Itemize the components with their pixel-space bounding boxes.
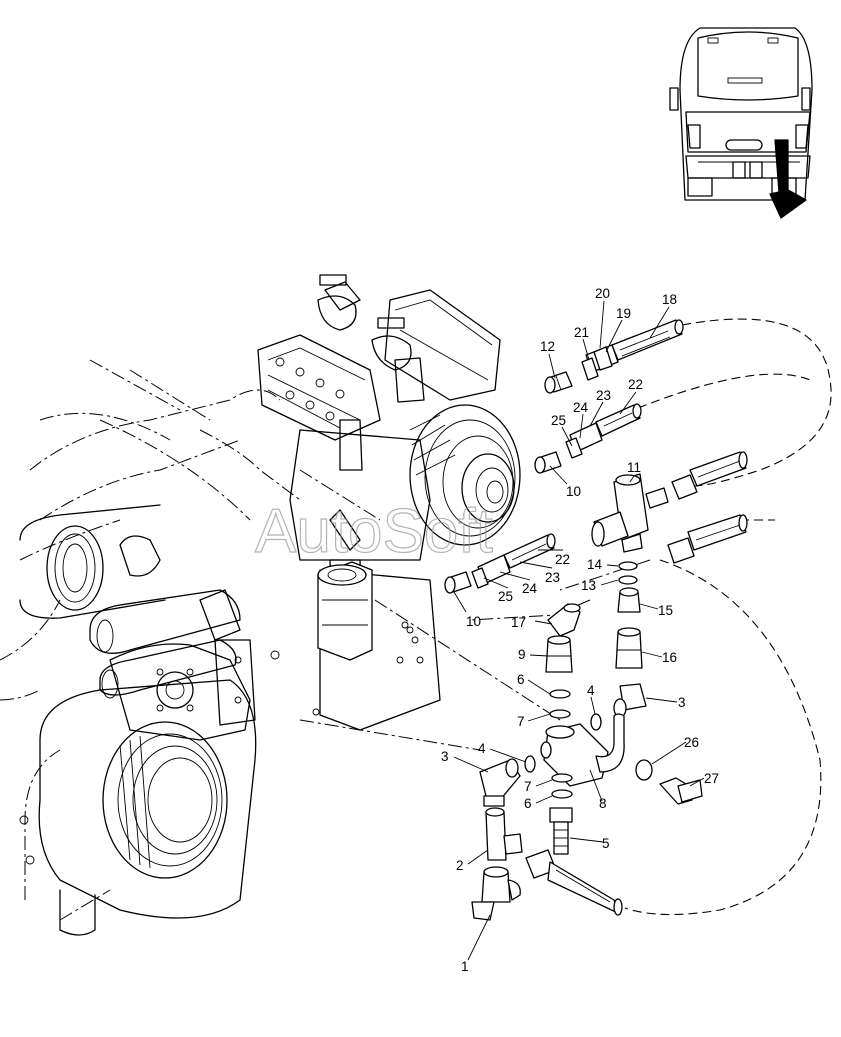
flywheel-housing: [19, 679, 257, 936]
hose-right-lower: [667, 514, 748, 564]
callout-1: 1: [461, 959, 469, 974]
callout-10-upper: 10: [566, 484, 581, 499]
callout-24-upper: 24: [573, 400, 589, 415]
callout-25-upper: 25: [551, 413, 566, 428]
hose-right-upper: [671, 451, 748, 500]
callout-22-upper: 22: [628, 377, 643, 392]
washer-4-left: [524, 755, 536, 773]
callout-4-left: 4: [478, 741, 486, 756]
callout-3-left: 3: [441, 749, 449, 764]
washer-4-right: [590, 713, 602, 731]
callout-9: 9: [518, 647, 526, 662]
callout-18: 18: [662, 292, 677, 307]
callout-15: 15: [658, 603, 673, 618]
tee-fitting-2: [485, 807, 523, 861]
callout-numbers: 20 18 21 19 12 23 22 24 25 10 11 22 23 2…: [441, 286, 719, 974]
elbow-3-right: [613, 683, 647, 718]
callout-23-upper: 23: [596, 388, 611, 403]
callout-5: 5: [602, 836, 610, 851]
callout-26: 26: [684, 735, 699, 750]
adapter-10-lower: [444, 571, 472, 594]
callout-6-lower: 6: [524, 796, 532, 811]
callout-12: 12: [540, 339, 555, 354]
adapter-12: [544, 371, 573, 394]
compressor-block: [257, 274, 501, 561]
callout-2: 2: [456, 858, 464, 873]
bus-locator-inset: [669, 27, 813, 219]
callout-23-lower: 23: [545, 570, 560, 585]
valve-body-8: [540, 713, 625, 787]
washer-7-upper: [549, 709, 571, 719]
callout-24-lower: 24: [522, 581, 538, 596]
washer-26: [635, 759, 653, 781]
intake-pipe: [19, 504, 241, 699]
callout-21: 21: [574, 325, 589, 340]
callout-7-lower: 7: [524, 779, 532, 794]
washer-6-upper: [549, 689, 571, 699]
leader-lines: [453, 300, 705, 961]
banjo-bolt-5: [549, 807, 573, 855]
washer-7-lower: [551, 773, 573, 783]
fitting-23-25-lower: [471, 554, 511, 589]
callout-7-upper: 7: [517, 714, 525, 729]
watermark: AutoSoft: [255, 497, 493, 566]
elbow-17: [547, 603, 581, 637]
callout-27: 27: [704, 771, 719, 786]
callout-14: 14: [587, 557, 603, 572]
callout-10-lower: 10: [466, 614, 481, 629]
mounting-bracket: [312, 509, 441, 731]
tee-valve-11: [591, 473, 669, 553]
callout-22-lower: 22: [555, 552, 570, 567]
fitting-15: [617, 587, 641, 613]
hose-bottom: [525, 849, 623, 916]
hose-18: [611, 319, 684, 361]
callout-17: 17: [511, 615, 526, 630]
engine-front-cover: [109, 589, 280, 741]
callout-8: 8: [599, 796, 607, 811]
adapter-10-upper: [534, 451, 562, 474]
callout-13: 13: [581, 578, 596, 593]
callout-4-right: 4: [587, 683, 595, 698]
fitting-9: [545, 635, 573, 673]
callout-6-upper: 6: [517, 672, 525, 687]
callout-3-right: 3: [678, 695, 686, 710]
callout-19: 19: [616, 306, 631, 321]
washer-6-lower: [551, 789, 573, 799]
hose-22-lower: [503, 533, 556, 569]
hose-22-upper: [595, 403, 642, 437]
bolt-27: [659, 777, 703, 805]
washer-13: [618, 575, 638, 585]
fitting-23-25-upper: [565, 422, 603, 459]
drain-valve-1: [471, 866, 521, 921]
fitting-16: [615, 627, 643, 669]
fitting-19-21: [581, 344, 619, 381]
pulley-hub: [409, 404, 521, 546]
callout-16: 16: [662, 650, 677, 665]
engine-outline: [0, 359, 381, 921]
washer-14: [618, 561, 638, 571]
callout-25-lower: 25: [498, 589, 513, 604]
elbow-3-left: [479, 758, 521, 807]
callout-11: 11: [627, 460, 641, 475]
callout-20: 20: [595, 286, 610, 301]
